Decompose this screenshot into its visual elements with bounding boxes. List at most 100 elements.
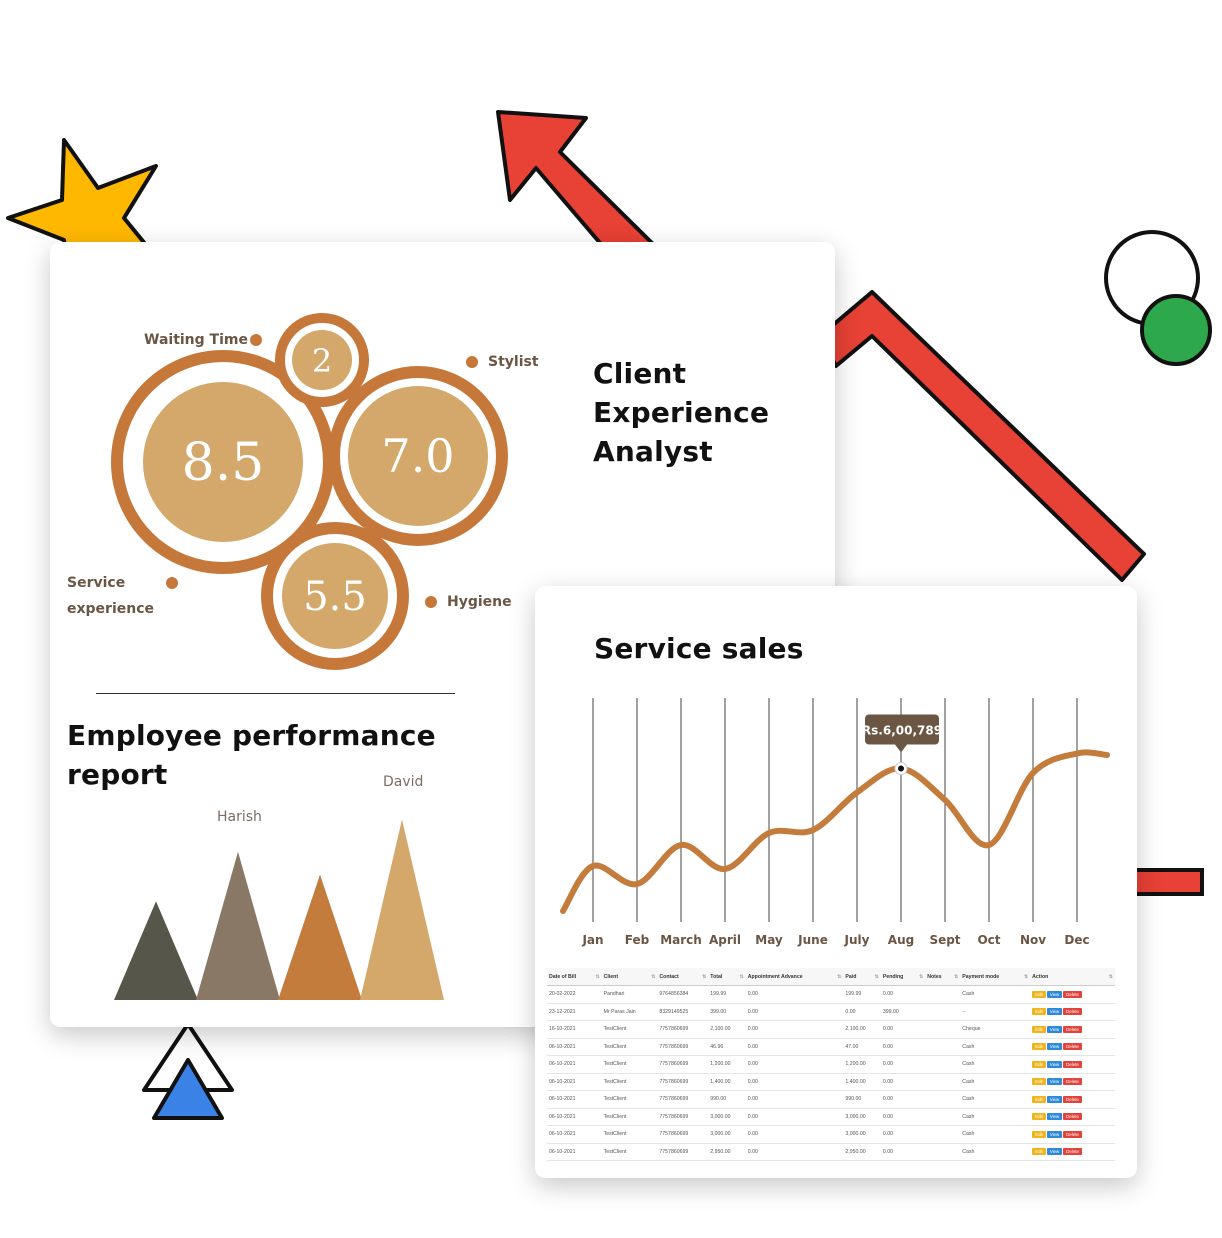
delete-button[interactable]: Delete: [1063, 1095, 1082, 1103]
table-cell: Cheque: [960, 1020, 1031, 1039]
sort-icon[interactable]: ⇅: [919, 973, 924, 980]
edit-button[interactable]: Edit: [1032, 1113, 1046, 1121]
edit-button[interactable]: Edit: [1032, 1025, 1046, 1033]
table-cell: TestClient: [601, 1108, 658, 1126]
sort-icon[interactable]: ⇅: [651, 973, 656, 980]
table-cell: [925, 1055, 961, 1074]
table-cell: 06-10-2021: [547, 1055, 602, 1074]
delete-button[interactable]: Delete: [1063, 1113, 1082, 1121]
table-cell: [925, 1020, 961, 1039]
bubble-hygiene-value: 5.5: [303, 574, 367, 620]
delete-button[interactable]: Delete: [1063, 1008, 1082, 1016]
sort-icon[interactable]: ⇅: [954, 973, 959, 980]
table-cell: 16-10-2021: [547, 1020, 602, 1039]
label-stylist: Stylist: [488, 354, 539, 370]
sort-icon[interactable]: ⇅: [595, 973, 600, 980]
column-header[interactable]: Appointment Advance ⇅: [745, 968, 844, 986]
table-cell: 7757860699: [657, 1038, 709, 1056]
delete-button[interactable]: Delete: [1063, 1078, 1082, 1086]
view-button[interactable]: View: [1046, 990, 1063, 998]
view-button[interactable]: View: [1046, 1043, 1063, 1051]
sort-icon[interactable]: ⇅: [1023, 973, 1029, 980]
view-button[interactable]: View: [1046, 1095, 1063, 1103]
highlight-point-center: [898, 765, 904, 772]
table-cell: Cash: [960, 985, 1031, 1004]
view-button[interactable]: View: [1046, 1130, 1063, 1138]
table-cell: 0.00: [745, 1020, 844, 1039]
delete-button[interactable]: Delete: [1063, 1025, 1082, 1033]
column-header[interactable]: Client⇅: [601, 968, 658, 986]
sort-icon[interactable]: ⇅: [702, 973, 707, 980]
column-header[interactable]: Date of Bill⇅: [547, 968, 602, 986]
table-cell: [925, 1143, 961, 1161]
table-cell: 990.00: [708, 1090, 746, 1109]
employee-title-line-2: report: [67, 758, 168, 791]
table-cell: 0.00: [745, 1055, 844, 1074]
tooltip-text: Rs.6,00,789: [862, 724, 942, 738]
edit-button[interactable]: Edit: [1032, 990, 1046, 998]
view-button[interactable]: View: [1046, 1008, 1063, 1016]
edit-button[interactable]: Edit: [1032, 1095, 1046, 1103]
sort-icon[interactable]: ⇅: [837, 973, 842, 980]
table-cell: 199.99: [843, 985, 881, 1004]
edit-button[interactable]: Edit: [1032, 1060, 1046, 1068]
title-line-3: Analyst: [593, 435, 713, 468]
delete-button[interactable]: Delete: [1063, 1043, 1082, 1051]
table-cell: 399.00: [708, 1003, 746, 1021]
table-cell: [925, 1125, 961, 1144]
column-header[interactable]: Paid⇅: [843, 968, 881, 986]
bubble-service: [143, 382, 303, 542]
delete-button[interactable]: Delete: [1063, 1130, 1082, 1138]
edit-button[interactable]: Edit: [1032, 1148, 1046, 1156]
view-button[interactable]: View: [1046, 1025, 1063, 1033]
month-label: Jan: [581, 933, 603, 947]
title-line-1: Client: [593, 357, 687, 390]
column-header[interactable]: Action⇅: [1030, 968, 1115, 986]
column-header[interactable]: Pending⇅: [880, 968, 926, 986]
column-header[interactable]: Notes⇅: [925, 968, 961, 986]
sort-icon[interactable]: ⇅: [1108, 973, 1113, 980]
sort-icon[interactable]: ⇅: [739, 973, 744, 980]
edit-button[interactable]: Edit: [1032, 1043, 1046, 1051]
table-cell: 23-12-2021: [547, 1003, 602, 1021]
table-cell: [925, 1090, 961, 1109]
delete-button[interactable]: Delete: [1063, 1148, 1082, 1156]
label-harish: Harish: [217, 809, 262, 825]
table-cell: 7757860699: [657, 1125, 709, 1144]
column-header[interactable]: Contact ⇅: [657, 968, 709, 986]
sort-icon[interactable]: ⇅: [874, 973, 879, 980]
view-button[interactable]: View: [1046, 1078, 1063, 1086]
zigzag-arrow-icon: [818, 290, 1146, 582]
delete-button[interactable]: Delete: [1063, 990, 1082, 998]
table-cell: TestClient: [601, 1055, 658, 1074]
view-button[interactable]: View: [1046, 1060, 1063, 1068]
column-header-label: Contact: [659, 973, 679, 980]
edit-button[interactable]: Edit: [1032, 1078, 1046, 1086]
table-cell: 0.00: [745, 1125, 844, 1144]
view-button[interactable]: View: [1046, 1148, 1063, 1156]
table-cell: [925, 1073, 961, 1091]
title-line-2: Experience: [593, 396, 770, 429]
bubble-chart: 2 8.5 7.0 5.5: [111, 313, 508, 670]
edit-button[interactable]: Edit: [1032, 1130, 1046, 1138]
table-cell: [925, 1003, 961, 1021]
delete-button[interactable]: Delete: [1063, 1060, 1082, 1068]
table-cell: 0.00: [843, 1003, 881, 1021]
column-header[interactable]: Payment mode⇅: [960, 968, 1031, 986]
table-cell: 3,000.00: [843, 1125, 881, 1144]
edit-button[interactable]: Edit: [1032, 1008, 1046, 1016]
table-cell: 399.00: [880, 1003, 926, 1021]
table-cell: 0.00: [880, 1090, 926, 1109]
view-button[interactable]: View: [1046, 1113, 1063, 1121]
month-label: Feb: [625, 933, 650, 947]
column-header-label: Appointment Advance: [747, 973, 803, 980]
column-header[interactable]: Total⇅: [708, 968, 746, 986]
label-hygiene: Hygiene: [447, 594, 512, 610]
